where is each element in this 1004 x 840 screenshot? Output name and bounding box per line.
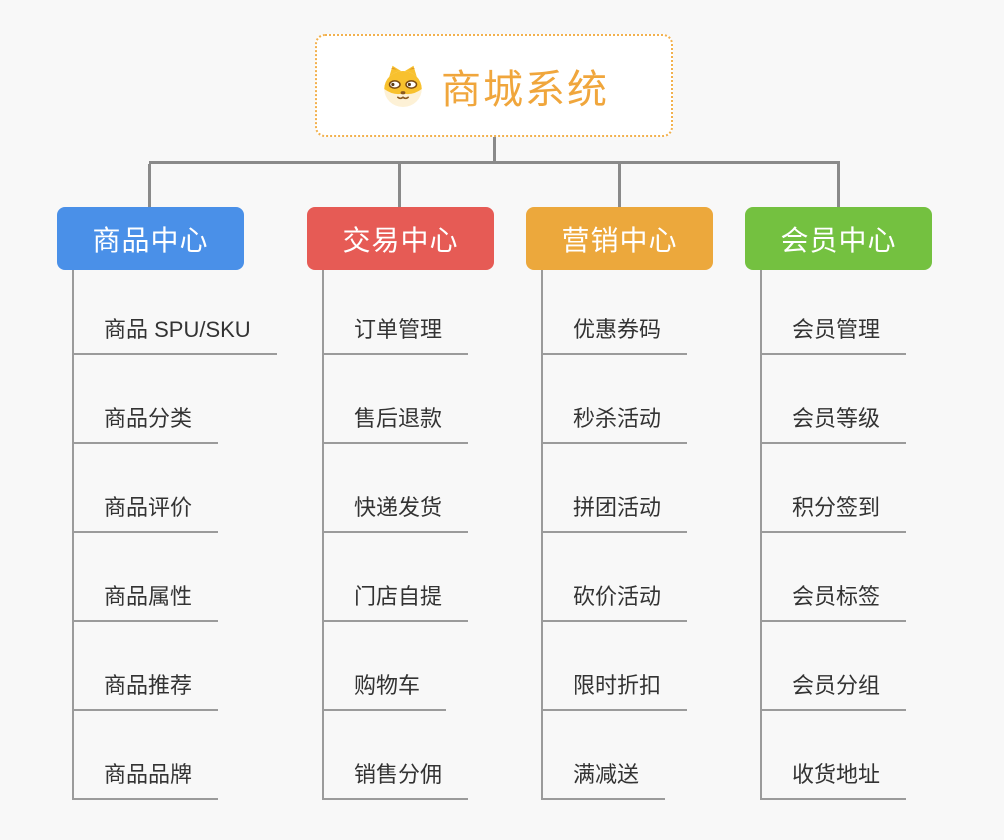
leaf-node[interactable]: 会员标签 <box>760 533 907 622</box>
leaf-node[interactable]: 商品属性 <box>72 533 219 622</box>
leaf-node[interactable]: 商品 SPU/SKU <box>72 270 277 355</box>
leaf-node[interactable]: 购物车 <box>322 622 447 711</box>
connector-drop-trade <box>398 164 401 207</box>
leaf-node[interactable]: 商品评价 <box>72 444 219 533</box>
branch-node-product-center[interactable]: 商品中心 <box>57 207 244 270</box>
leaf-label: 销售分佣 <box>354 762 443 787</box>
leaf-label: 砍价活动 <box>573 584 662 609</box>
leaf-label: 购物车 <box>354 673 421 698</box>
leaf-label: 收货地址 <box>792 762 881 787</box>
leaf-node[interactable]: 商品品牌 <box>72 711 219 800</box>
leaf-label: 门店自提 <box>354 584 443 609</box>
leaf-label: 拼团活动 <box>573 495 662 520</box>
branch-label: 营销中心 <box>561 224 678 256</box>
leaf-label: 会员管理 <box>792 317 881 342</box>
leaf-node[interactable]: 订单管理 <box>322 270 469 355</box>
connector-drop-marketing <box>618 164 621 207</box>
leaf-label: 限时折扣 <box>573 673 662 698</box>
root-node[interactable]: 商城系统 <box>315 34 673 137</box>
leaf-label: 商品品牌 <box>104 762 193 787</box>
leaf-node[interactable]: 商品分类 <box>72 355 219 444</box>
leaf-label: 积分签到 <box>792 495 881 520</box>
leaf-node[interactable]: 销售分佣 <box>322 711 469 800</box>
leaf-node[interactable]: 秒杀活动 <box>541 355 688 444</box>
leaf-label: 会员分组 <box>792 673 881 698</box>
leaf-label: 满减送 <box>573 762 640 787</box>
leaf-node[interactable]: 门店自提 <box>322 533 469 622</box>
connector-root-stem <box>493 137 496 164</box>
leaf-node[interactable]: 售后退款 <box>322 355 469 444</box>
branch-label: 交易中心 <box>342 224 459 256</box>
branch-node-member-center[interactable]: 会员中心 <box>745 207 932 270</box>
branch-label: 会员中心 <box>780 224 897 256</box>
leaf-node[interactable]: 满减送 <box>541 711 666 800</box>
connector-rail <box>149 161 840 164</box>
leaf-node[interactable]: 积分签到 <box>760 444 907 533</box>
leaf-node[interactable]: 商品推荐 <box>72 622 219 711</box>
connector-drop-product <box>148 164 151 207</box>
leaf-label: 会员等级 <box>792 406 881 431</box>
leaf-node[interactable]: 收货地址 <box>760 711 907 800</box>
branch-children-product: 商品 SPU/SKU 商品分类 商品评价 商品属性 商品推荐 商品品牌 <box>72 270 277 800</box>
leaf-label: 快递发货 <box>354 495 443 520</box>
branch-node-marketing-center[interactable]: 营销中心 <box>526 207 713 270</box>
leaf-node[interactable]: 优惠券码 <box>541 270 688 355</box>
branch-label: 商品中心 <box>92 224 209 256</box>
leaf-node[interactable]: 拼团活动 <box>541 444 688 533</box>
leaf-node[interactable]: 限时折扣 <box>541 622 688 711</box>
branch-children-member: 会员管理 会员等级 积分签到 会员标签 会员分组 收货地址 <box>760 270 907 800</box>
leaf-label: 商品分类 <box>104 406 193 431</box>
leaf-node[interactable]: 砍价活动 <box>541 533 688 622</box>
leaf-node[interactable]: 会员等级 <box>760 355 907 444</box>
leaf-label: 商品推荐 <box>104 673 193 698</box>
branch-children-marketing: 优惠券码 秒杀活动 拼团活动 砍价活动 限时折扣 满减送 <box>541 270 688 800</box>
leaf-node[interactable]: 会员分组 <box>760 622 907 711</box>
branch-children-trade: 订单管理 售后退款 快递发货 门店自提 购物车 销售分佣 <box>322 270 469 800</box>
leaf-label: 商品属性 <box>104 584 193 609</box>
root-title: 商城系统 <box>441 67 609 112</box>
leaf-label: 商品评价 <box>104 495 193 520</box>
branch-node-trade-center[interactable]: 交易中心 <box>307 207 494 270</box>
connector-drop-member <box>837 164 840 207</box>
leaf-label: 订单管理 <box>354 317 443 342</box>
dog-face-icon <box>384 65 422 107</box>
leaf-node[interactable]: 快递发货 <box>322 444 469 533</box>
leaf-label: 售后退款 <box>354 406 443 431</box>
leaf-label: 商品 SPU/SKU <box>104 317 251 342</box>
leaf-label: 会员标签 <box>792 584 881 609</box>
leaf-label: 优惠券码 <box>573 317 662 342</box>
leaf-label: 秒杀活动 <box>573 406 662 431</box>
leaf-node[interactable]: 会员管理 <box>760 270 907 355</box>
